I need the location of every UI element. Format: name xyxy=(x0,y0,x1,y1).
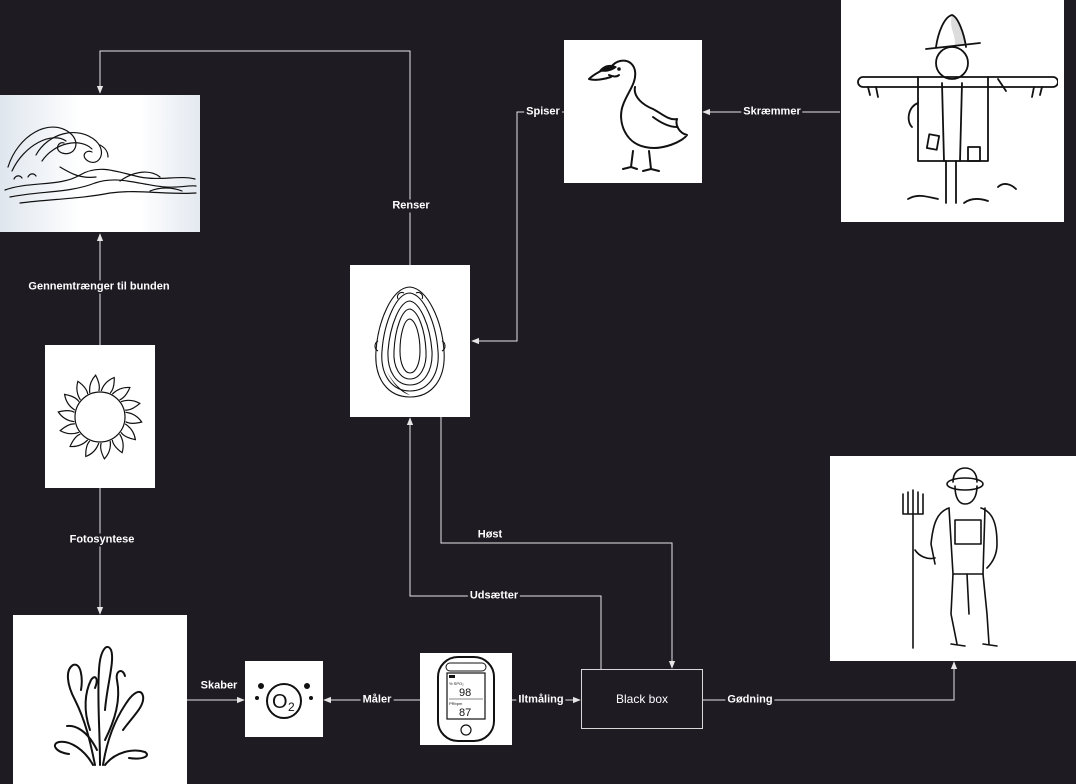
seaweed-icon xyxy=(53,645,148,766)
edge-spiser xyxy=(471,111,564,345)
edge-label-renser: Renser xyxy=(390,199,432,213)
oximeter-icon: % SPO₂ 98 PRbpm 87 xyxy=(437,656,495,742)
edge-hoest xyxy=(440,417,676,669)
edge-label-skaber: Skaber xyxy=(198,679,240,693)
edge-renser xyxy=(96,50,411,265)
sun-petal xyxy=(111,386,131,400)
sun-petal xyxy=(100,376,115,394)
oyster-icon xyxy=(374,286,446,398)
edge-label-iltmaaling: Iltmåling xyxy=(516,693,566,707)
black-box-label: Black box xyxy=(615,692,669,706)
oxygen-letter: O xyxy=(272,691,288,713)
oximeter-spo2-value: 98 xyxy=(459,687,471,699)
sun-petal xyxy=(120,399,141,411)
sun-petal xyxy=(85,439,100,457)
oximeter-pulse-caption: PRbpm xyxy=(449,701,463,706)
oximeter-spo2-caption: % SPO₂ xyxy=(449,681,464,686)
black-box-node[interactable]: Black box xyxy=(581,669,703,729)
edge-label-gennemtraenger: Gennemtrænger til bunden xyxy=(26,280,172,294)
edge-goedning xyxy=(703,661,958,701)
scarecrow-node[interactable] xyxy=(841,0,1064,222)
edge-label-spiser: Spiser xyxy=(524,105,562,119)
edge-label-hoest: Høst xyxy=(475,528,505,542)
edge-label-udsaetter: Udsætter xyxy=(467,589,521,603)
sun-icon xyxy=(57,373,143,460)
seaweed-node[interactable] xyxy=(13,615,187,784)
sun-petal xyxy=(125,411,143,424)
edge-label-fotosyntese: Fotosyntese xyxy=(67,533,137,547)
scarecrow-icon xyxy=(856,14,1058,204)
sun-petal xyxy=(89,373,100,393)
sun-petal xyxy=(69,433,89,447)
sun-petal xyxy=(111,433,124,454)
farmer-icon xyxy=(902,466,998,649)
sun-petal xyxy=(59,422,80,434)
oxygen-subscript: 2 xyxy=(288,700,295,714)
sun-petal xyxy=(63,393,80,411)
sun-petal xyxy=(57,409,75,422)
wave-node[interactable] xyxy=(0,95,200,232)
sun-petal xyxy=(120,422,137,440)
oxygen-icon: O 2 xyxy=(255,683,313,719)
sun-node[interactable] xyxy=(45,345,155,488)
oxygen-node[interactable]: O 2 xyxy=(245,661,323,737)
wave-icon xyxy=(4,126,197,204)
sun-petal xyxy=(100,440,111,460)
oyster-node[interactable] xyxy=(350,265,470,417)
sun-petal xyxy=(76,379,89,400)
oximeter-pulse-value: 87 xyxy=(459,707,471,719)
duck-icon xyxy=(588,59,688,172)
oximeter-node[interactable]: % SPO₂ 98 PRbpm 87 xyxy=(420,653,512,745)
edge-label-goedning: Gødning xyxy=(725,693,775,707)
farmer-node[interactable] xyxy=(830,456,1076,661)
edge-label-skraemmer: Skræmmer xyxy=(741,105,803,119)
duck-node[interactable] xyxy=(564,40,702,183)
edge-label-maaler: Måler xyxy=(360,693,394,707)
